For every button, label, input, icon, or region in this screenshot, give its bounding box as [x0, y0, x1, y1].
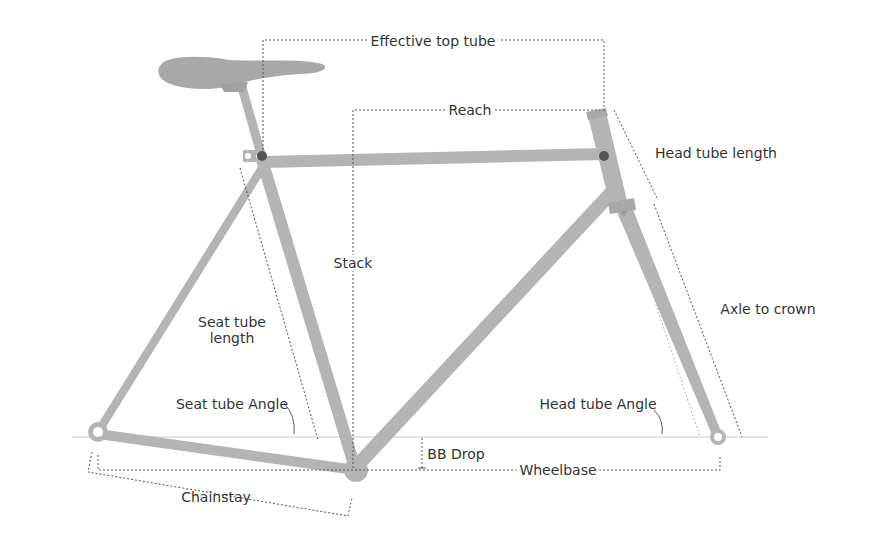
top-tube [264, 154, 604, 162]
head-tube-point [599, 151, 609, 161]
front-dropout [710, 429, 726, 445]
dimension-label: Effective top tube [368, 33, 499, 49]
seat-clamp [220, 82, 248, 92]
bb-drop-tick [418, 468, 426, 469]
dimension-label: Seat tube Angle [173, 396, 291, 412]
brake-bridge [243, 150, 256, 162]
seat-stay [98, 168, 262, 432]
chainstay-tube [98, 434, 355, 470]
ground-line [72, 437, 768, 438]
frame-tubes [98, 80, 612, 470]
seat-stay-edge [98, 168, 262, 432]
dimension-lines [88, 40, 742, 516]
dimension-label: Seat tube length [189, 314, 275, 346]
head-tube-axis [608, 160, 700, 437]
dimension-label: Chainstay [178, 489, 254, 505]
chainstay-dimension [88, 452, 352, 516]
seat-tube [262, 160, 355, 468]
dimension-label: Stack [331, 255, 376, 271]
bb-drop-dimension [422, 438, 423, 468]
effective-top-tube-dimension [263, 40, 604, 150]
dimension-label: Head tube Angle [536, 396, 659, 412]
wheelbase-dimension [98, 455, 720, 470]
head-tube-length-dimension [614, 110, 658, 200]
head-tube-angle-arc [654, 410, 662, 434]
dimension-label: Head tube length [652, 145, 780, 161]
reach-stack-dimension [353, 110, 600, 468]
brake-hole [244, 152, 252, 160]
axle-to-crown-dimension [654, 204, 742, 437]
rear-dropout [88, 422, 108, 442]
front-axle [714, 433, 722, 441]
seat-tube-top-point [257, 151, 267, 161]
down-tube [355, 192, 612, 468]
angle-arcs [284, 403, 662, 468]
dimension-label: Reach [446, 102, 495, 118]
dimension-label: Wheelbase [516, 462, 599, 478]
dimension-label: BB Drop [424, 446, 487, 462]
dimension-label: Axle to crown [717, 301, 818, 317]
rear-axle [93, 427, 103, 437]
